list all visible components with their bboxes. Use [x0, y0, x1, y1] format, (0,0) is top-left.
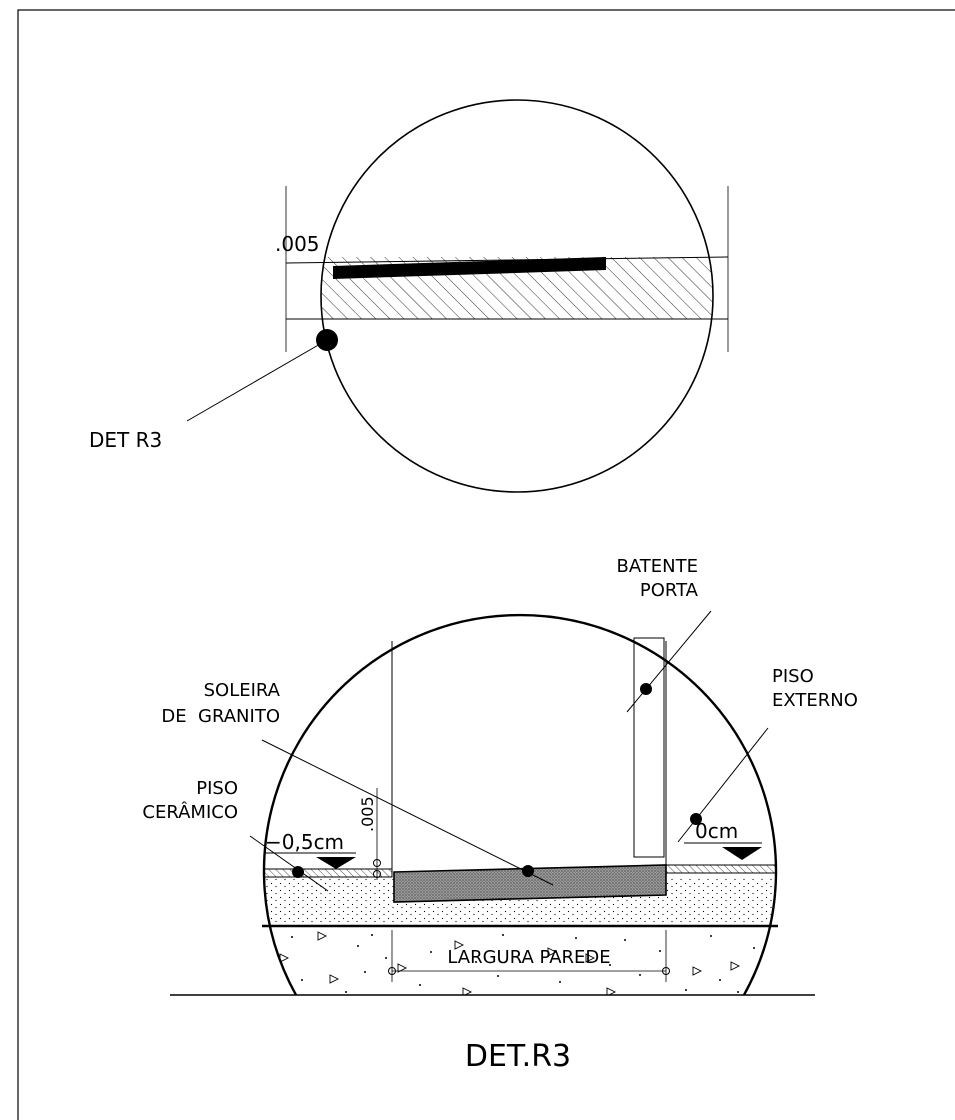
bottom-detail: .005 LARGURA PAREDE −0,5cm 0cm BATENTE P… [142, 556, 858, 996]
soleira-label-line2: DE GRANITO [161, 706, 280, 727]
top-callout-leader [186, 339, 328, 422]
top-callout-label: DET R3 [89, 428, 162, 452]
top-threshold-bar [333, 257, 606, 279]
piso-ceramico-leader [249, 835, 329, 892]
piso-ceramico-label-line2: CERÂMICO [142, 801, 238, 823]
piso-externo-label-line1: PISO [772, 666, 814, 687]
piso-ceramico-label-line1: PISO [196, 778, 238, 799]
concrete-specks [291, 934, 755, 993]
width-dimension-mark-left [388, 967, 396, 975]
sheet-frame [17, 9, 955, 1120]
piso-ceramico-callout-dot [292, 866, 304, 878]
door-jamb [633, 637, 665, 858]
level-marker-left [316, 857, 356, 869]
top-detail: .005 DET R3 [89, 99, 729, 493]
vertical-dimension-mark-top [373, 859, 381, 867]
batente-leader [626, 610, 712, 713]
level-label-right: 0cm [695, 819, 738, 843]
level-label-left: −0,5cm [265, 830, 344, 854]
soleira-leader [261, 739, 554, 886]
piso-externo-label-line2: EXTERNO [772, 690, 858, 711]
top-dimension-label: .005 [275, 232, 320, 256]
width-dimension-mark-right [662, 967, 670, 975]
concrete-aggregate [279, 931, 741, 995]
batente-label-line1: BATENTE [617, 556, 698, 577]
level-marker-right [722, 847, 762, 860]
piso-externo-leader [677, 727, 769, 843]
detail-title: DET.R3 [465, 1039, 571, 1074]
batente-label-line2: PORTA [640, 580, 699, 601]
soleira-label-line1: SOLEIRA [204, 680, 281, 701]
width-dimension-label: LARGURA PAREDE [447, 947, 610, 968]
granite-threshold [393, 864, 667, 903]
vertical-dimension-mark-bottom [373, 870, 381, 878]
external-floor-layer [665, 864, 777, 874]
vertical-dimension-label: .005 [358, 796, 377, 832]
top-detail-circle [320, 99, 714, 493]
bottom-detail-circle [262, 613, 778, 996]
top-slab-line-upper [285, 256, 729, 264]
ceramic-floor-layer [264, 868, 393, 878]
